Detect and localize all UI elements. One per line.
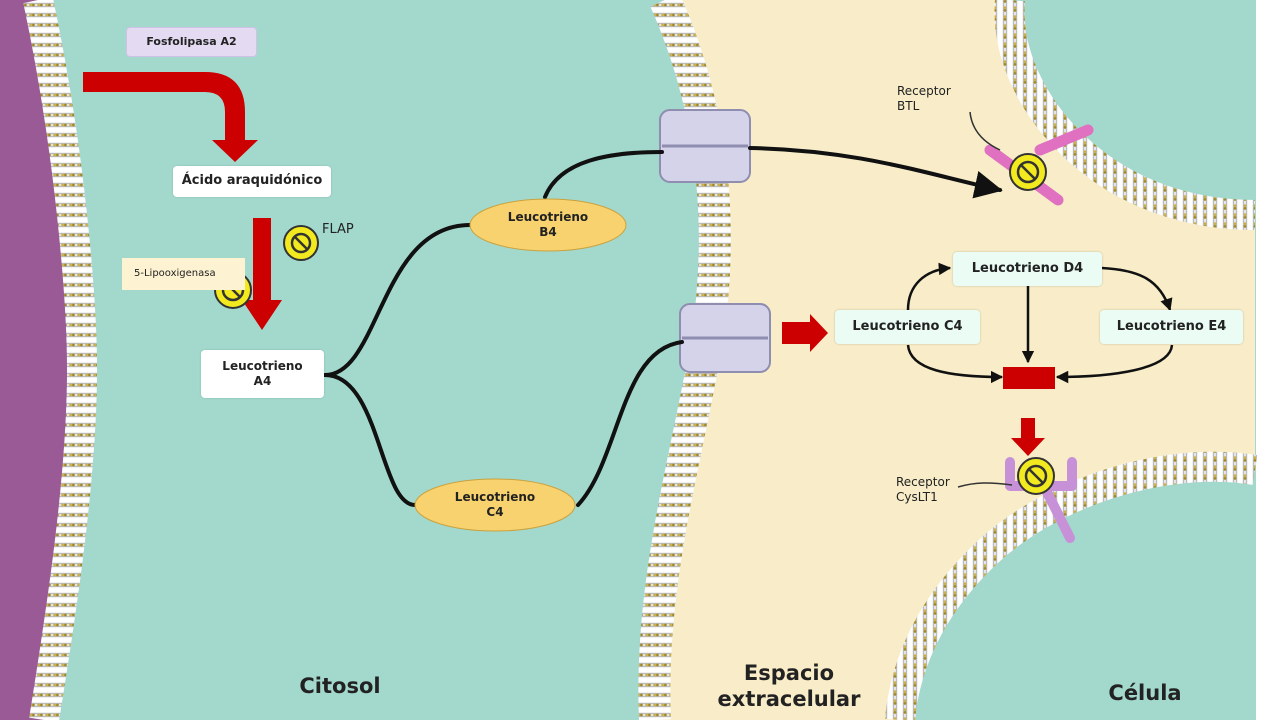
red-arrow-to-cyslt1 <box>1011 418 1045 456</box>
red-arrow-to-extracellular <box>782 314 828 352</box>
target-cell-membrane-lower <box>885 451 1258 720</box>
red-arrow-phospholipase <box>83 72 258 162</box>
cell-region-label: Célula <box>1108 680 1182 705</box>
red-arrows <box>83 72 1055 456</box>
extracellular-region-label: Espacio extracelular <box>717 660 861 711</box>
inhibitor-icon <box>1009 153 1047 191</box>
receptor-cyslt1-label: Receptor CysLT1 <box>896 475 950 504</box>
leukotriene-c4-label: Leucotrieno C4 <box>835 310 980 344</box>
transport-channel-icon <box>679 303 771 373</box>
arrow-c4-to-block <box>906 344 1004 384</box>
membranes <box>23 0 1258 720</box>
btl-callout <box>969 111 1001 151</box>
phospholipase-a2-label: Fosfolipasa A2 <box>126 27 257 57</box>
transport-channel-icon <box>659 109 751 183</box>
oval-c4 <box>414 478 576 532</box>
arrow-e4-to-block <box>1055 344 1174 384</box>
cyslt1-callout <box>957 482 1013 488</box>
arrow-d4-to-e4 <box>1101 266 1173 312</box>
leukotriene-b4-label: Leucotrieno B4 <box>507 210 589 239</box>
leukotriene-e4-label: Leucotrieno E4 <box>1100 310 1243 344</box>
arrow-c4-to-d4 <box>906 262 952 311</box>
leukotriene-c4-cytosol-label: Leucotrieno C4 <box>454 490 536 519</box>
connector-c4-channel <box>576 340 684 507</box>
leukotriene-a4-label: Leucotrieno A4 <box>201 350 324 398</box>
inhibitor-icon <box>1017 457 1055 495</box>
arrow-to-btl-receptor <box>748 146 1003 199</box>
inhibitor-icon <box>283 225 319 261</box>
page-margin <box>1256 0 1280 720</box>
nuclear-membrane <box>23 0 98 720</box>
callout-lines <box>957 111 1013 488</box>
lipoxygenase-label: 5-Lipooxigenasa <box>122 258 245 290</box>
connector-a4-c4 <box>323 373 417 507</box>
red-arrow-to-a4 <box>242 218 282 330</box>
flap-label: FLAP <box>322 221 354 237</box>
receptor-btl-label: Receptor BTL <box>897 84 951 113</box>
connector-b4-channel <box>543 150 664 199</box>
metabolite-ovals <box>414 198 627 532</box>
cysteinyl-connectors <box>906 262 1174 384</box>
target-cell-membrane-upper <box>994 0 1256 230</box>
connector-a4-b4 <box>323 223 472 377</box>
arachidonic-acid-label: Ácido araquidónico <box>173 166 331 197</box>
oval-b4 <box>469 198 627 252</box>
cytosol-region-label: Citosol <box>299 673 381 698</box>
cysteinyl-pool-block <box>1003 367 1055 389</box>
pathway-connectors <box>323 146 1003 507</box>
leukotriene-d4-label: Leucotrieno D4 <box>953 252 1102 286</box>
